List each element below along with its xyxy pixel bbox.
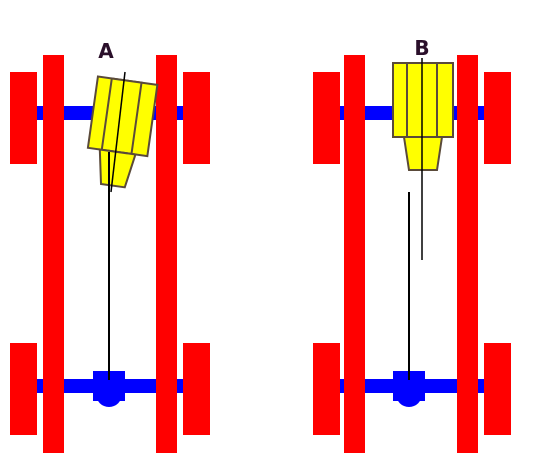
chassis-b: B xyxy=(313,36,511,453)
frame-rail-left-b xyxy=(344,55,365,453)
chassis-a: A xyxy=(10,39,210,453)
differential-hub-b xyxy=(396,381,422,407)
wheel-rear-left-b xyxy=(313,343,340,435)
frame-rail-right-a xyxy=(156,55,177,453)
wheel-front-left-b xyxy=(313,72,340,164)
engine-a xyxy=(86,75,159,189)
wheel-rear-right-a xyxy=(183,343,210,435)
wheel-front-left-a xyxy=(10,72,37,164)
engine-b xyxy=(392,62,454,171)
wheel-front-right-b xyxy=(484,72,511,164)
label-b: B xyxy=(414,36,429,60)
frame-rail-left-a xyxy=(43,55,64,453)
wheel-rear-right-b xyxy=(484,343,511,435)
crankshaft-axis-a xyxy=(110,71,126,193)
wheel-front-right-a xyxy=(183,72,210,164)
wheel-rear-left-a xyxy=(10,343,37,435)
frame-rail-right-b xyxy=(457,55,478,453)
differential-hub-a xyxy=(96,381,122,407)
gearbox-b xyxy=(402,136,444,171)
label-a: A xyxy=(98,39,114,63)
